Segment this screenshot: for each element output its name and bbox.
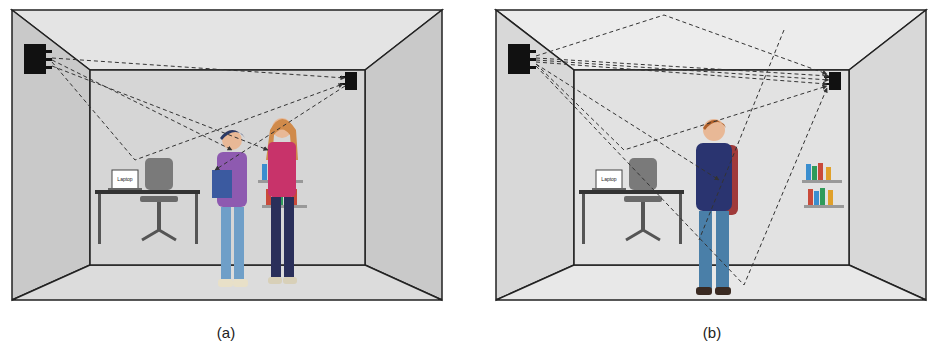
room-a	[12, 10, 442, 300]
panel-label: (a)	[217, 325, 235, 340]
screen-label: Laptop	[117, 177, 132, 182]
panel-label: (b)	[703, 325, 721, 340]
screen-label: Laptop	[601, 177, 616, 182]
room-b	[496, 10, 926, 300]
